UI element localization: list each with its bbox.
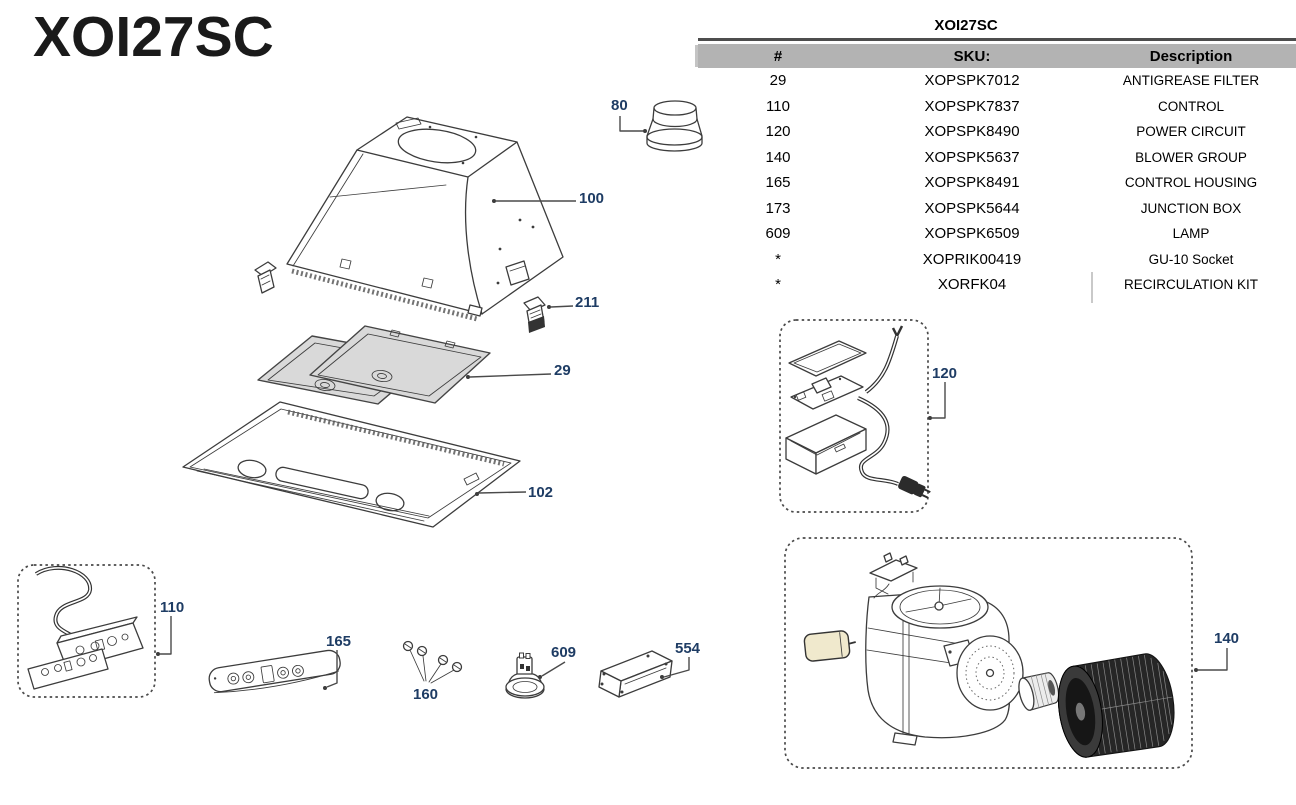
table-row: 110 XOPSPK7837 CONTROL [698, 94, 1296, 120]
cell-num: 165 [765, 174, 791, 192]
cell-desc: JUNCTION BOX [1140, 200, 1242, 216]
part-label-140: 140 [1214, 630, 1240, 647]
table-cell-divider [1091, 272, 1093, 303]
cell-desc: GU-10 Socket [1148, 251, 1234, 267]
cell-sku: XOPRIK00419 [922, 250, 1022, 268]
part-clip-211 [523, 296, 546, 333]
part-grease-filters [257, 325, 491, 405]
cell-num: 140 [765, 148, 791, 166]
part-control-assembly [17, 564, 156, 698]
part-label-165: 165 [326, 633, 352, 650]
cell-num: * [775, 250, 781, 268]
column-header-num: # [773, 47, 783, 65]
cell-sku: XOPSPK5644 [924, 199, 1020, 217]
part-clip-left [254, 261, 277, 294]
cell-sku: XORFK04 [937, 276, 1007, 294]
page-title: XOI27SC [33, 5, 274, 69]
part-duct-reducer [646, 100, 703, 152]
cell-desc: BLOWER GROUP [1135, 149, 1247, 165]
cell-sku: XOPSPK7837 [924, 97, 1020, 115]
table-row: 609 XOPSPK6509 LAMP [698, 221, 1296, 247]
part-blower-group [784, 537, 1193, 769]
part-label-609: 609 [551, 644, 577, 661]
cell-desc: CONTROL HOUSING [1124, 175, 1258, 191]
table-row: 120 XOPSPK8490 POWER CIRCUIT [698, 119, 1296, 145]
cell-desc: RECIRCULATION KIT [1123, 277, 1258, 293]
table-row: 140 XOPSPK5637 BLOWER GROUP [698, 145, 1296, 171]
part-label-211: 211 [575, 294, 600, 311]
cell-sku: XOPSPK8491 [924, 174, 1020, 192]
cell-num: 110 [766, 97, 790, 115]
table-row: 173 XOPSPK5644 JUNCTION BOX [698, 196, 1296, 222]
part-transformer-box [598, 650, 673, 698]
part-label-100: 100 [579, 190, 605, 207]
cell-num: 173 [765, 199, 791, 217]
cell-sku: XOPSPK5637 [924, 148, 1020, 166]
part-label-80: 80 [611, 97, 628, 114]
cell-desc: LAMP [1172, 226, 1210, 242]
part-label-102: 102 [528, 484, 554, 501]
cell-num: 609 [765, 225, 791, 243]
part-label-120: 120 [932, 365, 958, 382]
column-header-desc: Description [1149, 47, 1233, 65]
part-screws [402, 640, 463, 684]
parts-table: XOI27SC # SKU: Description 29 XOPSPK7012… [695, 14, 1296, 303]
cell-sku: XOPSPK7012 [924, 72, 1020, 90]
part-label-554: 554 [675, 640, 701, 657]
cell-num: * [775, 276, 781, 294]
part-control-housing [208, 649, 341, 694]
table-top-border [698, 38, 1296, 41]
cell-desc: CONTROL [1157, 98, 1224, 114]
cell-sku: XOPSPK6509 [924, 225, 1020, 243]
table-title: XOI27SC [934, 17, 998, 34]
part-lamp [505, 652, 545, 699]
part-label-29: 29 [554, 362, 571, 379]
column-header-sku: SKU: [953, 47, 991, 65]
cell-num: 29 [769, 72, 787, 90]
cell-desc: ANTIGREASE FILTER [1122, 73, 1260, 89]
part-hood-canopy [286, 116, 564, 322]
part-bottom-frame [182, 401, 521, 528]
part-power-circuit [779, 319, 931, 513]
cell-sku: XOPSPK8490 [924, 123, 1020, 141]
table-left-edge [695, 45, 698, 67]
table-row: 29 XOPSPK7012 ANTIGREASE FILTER [698, 68, 1296, 94]
table-header-row: # SKU: Description [695, 44, 1296, 68]
table-body: 29 XOPSPK7012 ANTIGREASE FILTER 110 XOPS… [698, 68, 1296, 298]
cell-desc: POWER CIRCUIT [1136, 124, 1246, 140]
table-row: * XORFK04 RECIRCULATION KIT [698, 272, 1296, 298]
part-label-160: 160 [413, 686, 439, 703]
table-row: * XOPRIK00419 GU-10 Socket [698, 247, 1296, 273]
table-row: 165 XOPSPK8491 CONTROL HOUSING [698, 170, 1296, 196]
cell-num: 120 [765, 123, 791, 141]
part-label-110: 110 [160, 599, 185, 616]
